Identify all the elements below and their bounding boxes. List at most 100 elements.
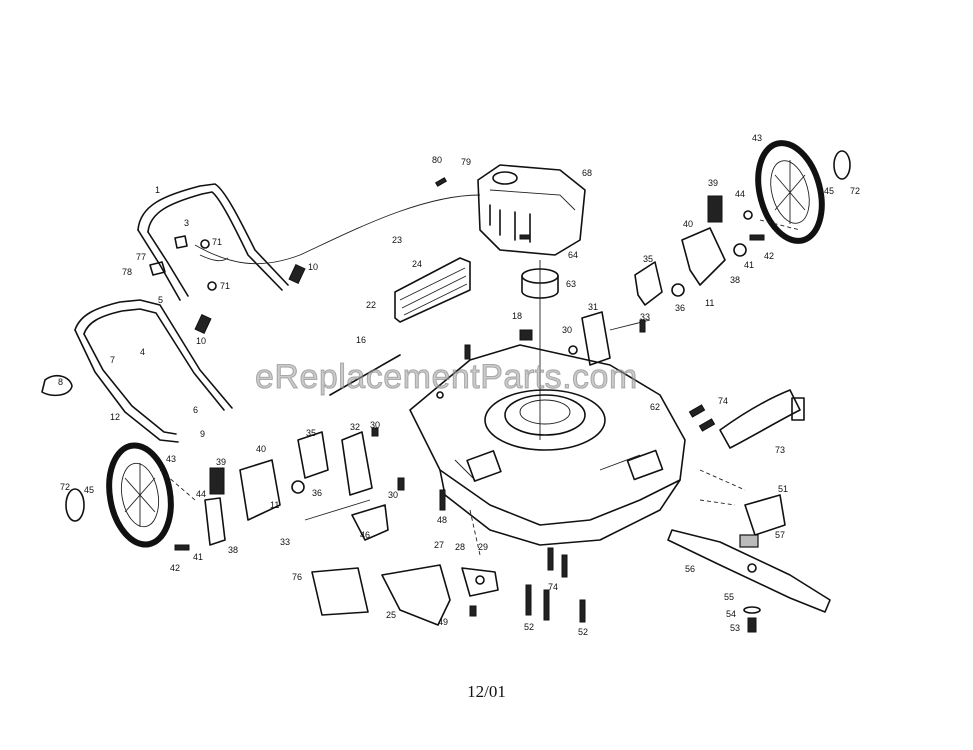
callout-18: 18 [512, 311, 522, 321]
blade-adapter [739, 494, 786, 548]
callout-72a: 72 [850, 186, 860, 196]
callout-16: 16 [356, 335, 366, 345]
callout-25: 25 [386, 610, 396, 620]
callout-31: 31 [588, 302, 598, 312]
callout-8: 8 [58, 377, 63, 387]
blade-bolt [743, 606, 761, 633]
front-wheel [65, 442, 174, 548]
callout-74a: 74 [718, 396, 728, 406]
callout-1: 1 [155, 185, 160, 195]
callout-27: 27 [434, 540, 444, 550]
callout-3: 3 [184, 218, 189, 228]
callout-72b: 72 [60, 482, 70, 492]
callout-35a: 35 [643, 254, 653, 264]
callout-62: 62 [650, 402, 660, 412]
callout-28: 28 [455, 542, 465, 552]
callout-40a: 40 [683, 219, 693, 229]
callout-43b: 43 [166, 454, 176, 464]
callout-63: 63 [566, 279, 576, 289]
callout-33b: 33 [280, 537, 290, 547]
callout-7: 7 [110, 355, 115, 365]
callout-53: 53 [730, 623, 740, 633]
callout-79: 79 [461, 157, 471, 167]
callout-labels: 1 3 4 5 6 7 8 9 10 10 11 11 12 16 18 22 … [58, 133, 860, 637]
callout-38a: 38 [730, 275, 740, 285]
callout-30c: 30 [388, 490, 398, 500]
callout-43a: 43 [752, 133, 762, 143]
callout-52a: 52 [524, 622, 534, 632]
callout-45b: 45 [84, 485, 94, 495]
callout-55: 55 [724, 592, 734, 602]
callout-77: 77 [136, 252, 146, 262]
callout-30b: 30 [370, 420, 380, 430]
callout-41b: 41 [193, 552, 203, 562]
upper-handle [137, 183, 481, 301]
rear-flap [719, 389, 805, 449]
assembly-lines [159, 219, 801, 556]
mulch-plug [311, 567, 369, 616]
rear-door-hinge [461, 567, 499, 597]
callout-45a: 45 [824, 186, 834, 196]
callout-10a: 10 [308, 262, 318, 272]
callout-76: 76 [292, 572, 302, 582]
callout-5: 5 [158, 295, 163, 305]
callout-11b: 11 [270, 500, 279, 510]
front-height-adjuster [204, 431, 329, 546]
callout-52b: 52 [578, 627, 588, 637]
callout-23: 23 [392, 235, 402, 245]
fasteners [174, 177, 765, 623]
callout-22: 22 [366, 300, 376, 310]
callout-44b: 44 [196, 489, 206, 499]
deflector-door [351, 504, 389, 541]
footer-date: 12/01 [467, 682, 506, 701]
callout-41a: 41 [744, 260, 754, 270]
callout-39b: 39 [216, 457, 226, 467]
callout-11a: 11 [705, 298, 714, 308]
watermark: eReplacementParts.com [255, 358, 638, 397]
callout-71b: 71 [220, 281, 230, 291]
handle-small-parts [41, 235, 306, 397]
callout-29: 29 [478, 542, 488, 552]
callout-73: 73 [775, 445, 785, 455]
callout-6: 6 [193, 405, 198, 415]
callout-78: 78 [122, 267, 132, 277]
callout-35b: 35 [306, 428, 316, 438]
callout-48: 48 [437, 515, 447, 525]
pulley [521, 268, 559, 299]
callout-32: 32 [350, 422, 360, 432]
callout-57: 57 [775, 530, 785, 540]
callout-56: 56 [685, 564, 695, 574]
callout-38b: 38 [228, 545, 238, 555]
callout-36a: 36 [675, 303, 685, 313]
callout-68: 68 [582, 168, 592, 178]
callout-30a: 30 [562, 325, 572, 335]
blade [667, 529, 831, 613]
callout-42b: 42 [170, 563, 180, 573]
callout-36b: 36 [312, 488, 322, 498]
callout-49: 49 [438, 617, 448, 627]
callout-39a: 39 [708, 178, 718, 188]
engine-cover [394, 257, 471, 323]
callout-12: 12 [110, 412, 120, 422]
front-bracket [304, 431, 373, 521]
callout-33a: 33 [640, 312, 650, 322]
callout-44a: 44 [735, 189, 745, 199]
callout-4: 4 [140, 347, 145, 357]
callout-64: 64 [568, 250, 578, 260]
callout-42a: 42 [764, 251, 774, 261]
callout-74b: 74 [548, 582, 558, 592]
axle-rod [329, 354, 401, 396]
engine [477, 164, 586, 440]
callout-24: 24 [412, 259, 422, 269]
callout-80: 80 [432, 155, 442, 165]
callout-51: 51 [778, 484, 788, 494]
rear-height-adjuster [634, 195, 753, 306]
discharge-chute [381, 564, 451, 626]
callout-40b: 40 [256, 444, 266, 454]
callout-71a: 71 [212, 237, 222, 247]
callout-54: 54 [726, 609, 736, 619]
callout-10b: 10 [196, 336, 206, 346]
callout-46: 46 [360, 530, 370, 540]
callout-9: 9 [200, 429, 205, 439]
